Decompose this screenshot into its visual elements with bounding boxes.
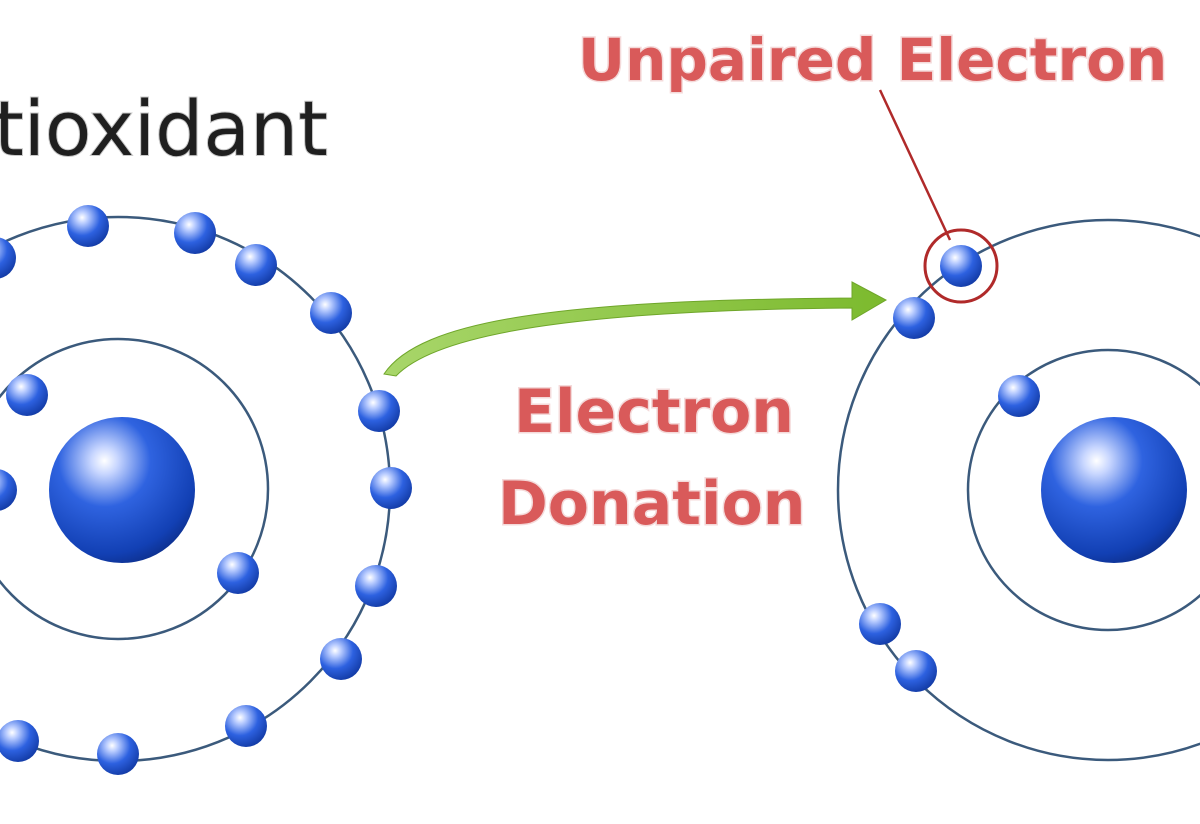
antioxidant-inner-orbit bbox=[0, 337, 270, 641]
antioxidant-atom bbox=[0, 205, 412, 775]
donation-arrow bbox=[383, 281, 888, 377]
antioxidant-outer-electron bbox=[358, 390, 400, 432]
antioxidant-inner-electron bbox=[0, 469, 17, 511]
antioxidant-outer-electron bbox=[310, 292, 352, 334]
antioxidant-outer-electron bbox=[235, 244, 277, 286]
unpaired-electron-callout bbox=[878, 89, 999, 304]
unpaired-highlight-ring bbox=[923, 228, 999, 304]
donation-arrow-shaft bbox=[383, 281, 888, 377]
free-radical-outer-orbit bbox=[836, 218, 1200, 762]
donation-label-line2: Donation bbox=[498, 469, 805, 539]
antioxidant-inner-electron bbox=[217, 552, 259, 594]
donation-label-line1: Electron bbox=[514, 377, 794, 447]
free-radical-outer-electron bbox=[893, 297, 935, 339]
antioxidant-outer-electron bbox=[67, 205, 109, 247]
free-radical-inner-electron bbox=[998, 375, 1040, 417]
antioxidant-outer-electron bbox=[355, 565, 397, 607]
free-radical-electrons bbox=[859, 245, 1040, 692]
unpaired-pointer-line bbox=[878, 89, 952, 241]
free-radical-atom bbox=[836, 218, 1200, 762]
antioxidant-inner-electron bbox=[6, 374, 48, 416]
antioxidant-outer-electron bbox=[320, 638, 362, 680]
antioxidant-outer-electron bbox=[97, 733, 139, 775]
unpaired-electron bbox=[940, 245, 982, 287]
antioxidant-electrons bbox=[0, 205, 412, 775]
diagram-title: tioxidant bbox=[0, 84, 328, 173]
unpaired-electron-label: Unpaired Electron bbox=[578, 26, 1167, 94]
antioxidant-outer-electron bbox=[225, 705, 267, 747]
free-radical-nucleus bbox=[1041, 417, 1187, 563]
antioxidant-outer-electron bbox=[0, 237, 16, 279]
free-radical-outer-electron bbox=[895, 650, 937, 692]
antioxidant-nucleus bbox=[49, 417, 195, 563]
free-radical-outer-electron bbox=[859, 603, 901, 645]
antioxidant-outer-electron bbox=[370, 467, 412, 509]
antioxidant-outer-electron bbox=[0, 720, 39, 762]
free-radical-inner-orbit bbox=[966, 348, 1200, 632]
antioxidant-outer-electron bbox=[174, 212, 216, 254]
